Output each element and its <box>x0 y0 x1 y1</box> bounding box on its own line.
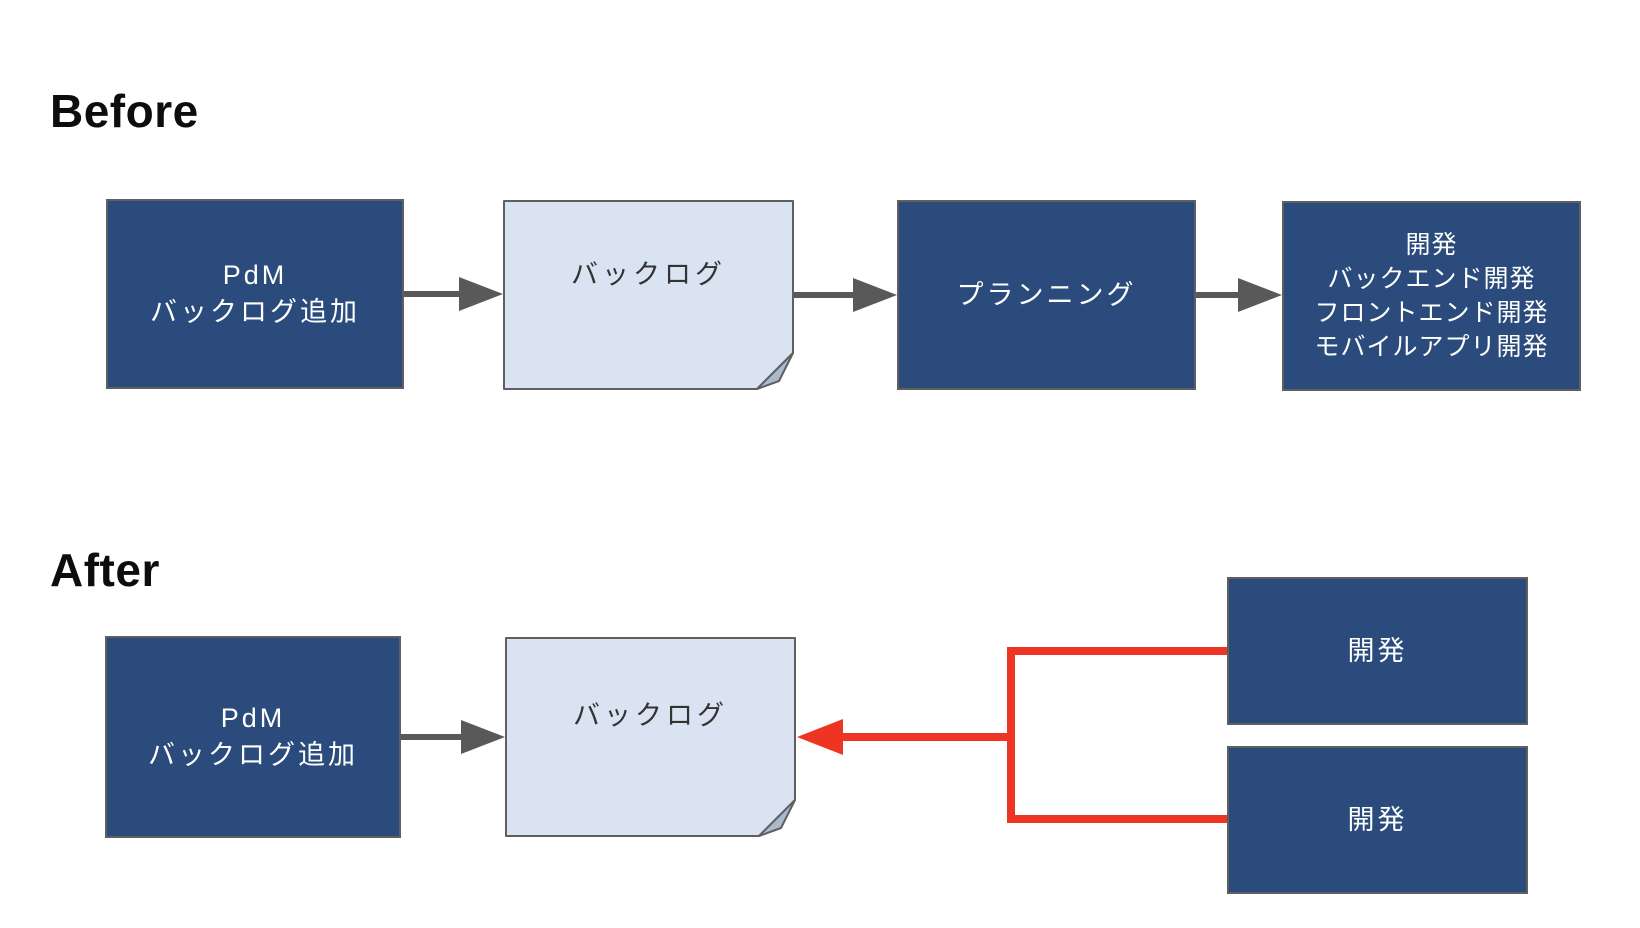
before-dev-node: 開発 バックエンド開発 フロントエンド開発 モバイルアプリ開発 <box>1282 201 1581 391</box>
before-arrow-backlog-to-planning-icon <box>794 278 897 312</box>
before-arrow-pdm-to-backlog-icon <box>404 277 503 311</box>
note-shape-icon <box>505 637 796 837</box>
after-pdm-node: PdM バックログ追加 <box>105 636 401 838</box>
before-dev-node-line2: バックエンド開発 <box>1327 265 1536 293</box>
before-backlog-note: バックログ <box>503 200 794 390</box>
before-pdm-node-line2: バックログ追加 <box>150 297 360 327</box>
before-pdm-node: PdM バックログ追加 <box>106 199 404 389</box>
after-dev-node-bottom-label: 開発 <box>1347 804 1408 835</box>
before-planning-node-label: プランニング <box>956 279 1137 310</box>
before-dev-node-line1: 開発 <box>1405 231 1458 259</box>
after-arrow-pdm-to-backlog-icon <box>401 720 505 754</box>
before-dev-node-line4: モバイルアプリ開発 <box>1314 333 1549 361</box>
after-pdm-node-line1: PdM <box>220 703 286 733</box>
after-backlog-note-label: バックログ <box>573 700 728 731</box>
note-shape-icon <box>503 200 794 390</box>
after-dev-node-top-label: 開発 <box>1347 635 1408 666</box>
before-backlog-note-label: バックログ <box>571 259 726 290</box>
after-backlog-note: バックログ <box>505 637 796 837</box>
after-dev-node-top: 開発 <box>1227 577 1528 725</box>
before-arrow-planning-to-dev-icon <box>1196 278 1282 312</box>
before-pdm-node-line1: PdM <box>222 260 288 290</box>
after-red-feedback-connector-icon <box>797 647 1230 823</box>
after-heading: After <box>50 544 160 596</box>
before-planning-node: プランニング <box>897 200 1196 390</box>
after-dev-node-bottom: 開発 <box>1227 746 1528 894</box>
before-heading: Before <box>50 85 199 137</box>
after-pdm-node-line2: バックログ追加 <box>148 740 358 770</box>
before-dev-node-line3: フロントエンド開発 <box>1314 299 1549 327</box>
